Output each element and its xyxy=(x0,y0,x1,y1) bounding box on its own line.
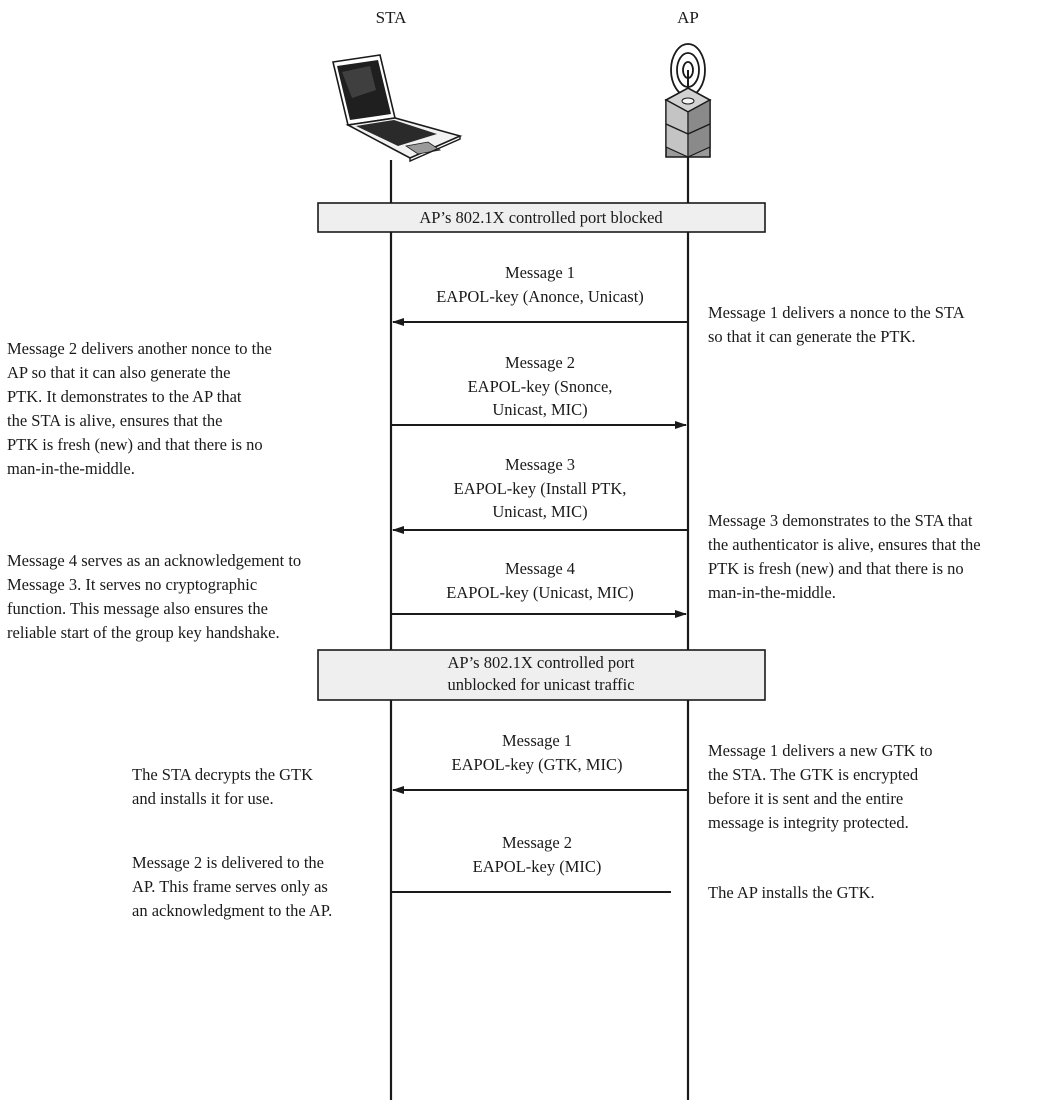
message-label: Message 1 xyxy=(502,731,572,750)
note-message-3: Message 3 demonstrates to the STA that t… xyxy=(708,511,981,602)
message-label: Message 2 xyxy=(502,833,572,852)
message-label: EAPOL-key (Anonce, Unicast) xyxy=(436,287,644,306)
note-message-2-nonce: Message 2 delivers another nonce to the … xyxy=(7,339,272,478)
note-line: the STA is alive, ensures that the xyxy=(7,411,222,430)
message-3-pairwise: Message 3 EAPOL-key (Install PTK, Unicas… xyxy=(392,455,688,534)
message-1-pairwise: Message 1 EAPOL-key (Anonce, Unicast) xyxy=(392,263,688,326)
note-group-message-2: Message 2 is delivered to the AP. This f… xyxy=(132,853,332,920)
note-message-1-nonce: Message 1 delivers a nonce to the STA so… xyxy=(708,303,965,346)
message-2-group: Message 2 EAPOL-key (MIC) xyxy=(391,833,671,893)
message-label: Message 1 xyxy=(505,263,575,282)
note-line: the STA. The GTK is encrypted xyxy=(708,765,919,784)
ap-label: AP xyxy=(677,8,699,27)
phase-box-label: AP’s 802.1X controlled port blocked xyxy=(419,208,663,227)
note-line: Message 3 demonstrates to the STA that xyxy=(708,511,973,530)
note-line: Message 1 delivers a nonce to the STA xyxy=(708,303,965,322)
note-line: Message 4 serves as an acknowledgement t… xyxy=(7,551,301,570)
message-label: Message 3 xyxy=(505,455,575,474)
note-line: function. This message also ensures the xyxy=(7,599,268,618)
phase-box-port-blocked: AP’s 802.1X controlled port blocked xyxy=(317,202,766,233)
message-label: EAPOL-key (Unicast, MIC) xyxy=(446,583,633,602)
note-line: an acknowledgment to the AP. xyxy=(132,901,332,920)
message-label: Unicast, MIC) xyxy=(492,502,587,521)
note-line: before it is sent and the entire xyxy=(708,789,903,808)
note-line: AP so that it can also generate the xyxy=(7,363,230,382)
note-line: Message 2 is delivered to the xyxy=(132,853,324,872)
access-point-icon xyxy=(664,43,712,158)
sta-label: STA xyxy=(376,8,407,27)
note-line: Message 2 delivers another nonce to the xyxy=(7,339,272,358)
message-label: EAPOL-key (Snonce, xyxy=(468,377,613,396)
note-message-4: Message 4 serves as an acknowledgement t… xyxy=(7,551,301,642)
message-label: Unicast, MIC) xyxy=(492,400,587,419)
message-label: EAPOL-key (Install PTK, xyxy=(454,479,627,498)
phase-box-label: unblocked for unicast traffic xyxy=(447,675,634,694)
message-label: Message 4 xyxy=(505,559,575,578)
message-label: EAPOL-key (MIC) xyxy=(473,857,602,876)
note-line: the authenticator is alive, ensures that… xyxy=(708,535,981,554)
note-line: PTK is fresh (new) and that there is no xyxy=(708,559,964,578)
note-ap-installs-gtk: The AP installs the GTK. xyxy=(708,883,875,902)
message-2-pairwise: Message 2 EAPOL-key (Snonce, Unicast, MI… xyxy=(391,353,687,429)
note-sta-decrypts-gtk: The STA decrypts the GTK and installs it… xyxy=(132,765,313,808)
note-line: The STA decrypts the GTK xyxy=(132,765,313,784)
note-line: reliable start of the group key handshak… xyxy=(7,623,280,642)
note-line: AP. This frame serves only as xyxy=(132,877,328,896)
note-line: Message 3. It serves no cryptographic xyxy=(7,575,257,594)
note-line: PTK is fresh (new) and that there is no xyxy=(7,435,263,454)
note-line: man-in-the-middle. xyxy=(7,459,135,478)
message-label: EAPOL-key (GTK, MIC) xyxy=(452,755,623,774)
message-label: Message 2 xyxy=(505,353,575,372)
message-4-pairwise: Message 4 EAPOL-key (Unicast, MIC) xyxy=(391,559,687,618)
phase-box-port-unblocked: AP’s 802.1X controlled port unblocked fo… xyxy=(317,649,766,701)
laptop-icon xyxy=(332,54,463,163)
note-group-message-1: Message 1 delivers a new GTK to the STA.… xyxy=(708,741,933,832)
note-line: so that it can generate the PTK. xyxy=(708,327,916,346)
note-line: PTK. It demonstrates to the AP that xyxy=(7,387,242,406)
message-1-group: Message 1 EAPOL-key (GTK, MIC) xyxy=(392,731,688,794)
note-line: The AP installs the GTK. xyxy=(708,883,875,902)
note-line: and installs it for use. xyxy=(132,789,274,808)
note-line: message is integrity protected. xyxy=(708,813,909,832)
note-line: man-in-the-middle. xyxy=(708,583,836,602)
note-line: Message 1 delivers a new GTK to xyxy=(708,741,933,760)
phase-box-label: AP’s 802.1X controlled port xyxy=(448,653,635,672)
